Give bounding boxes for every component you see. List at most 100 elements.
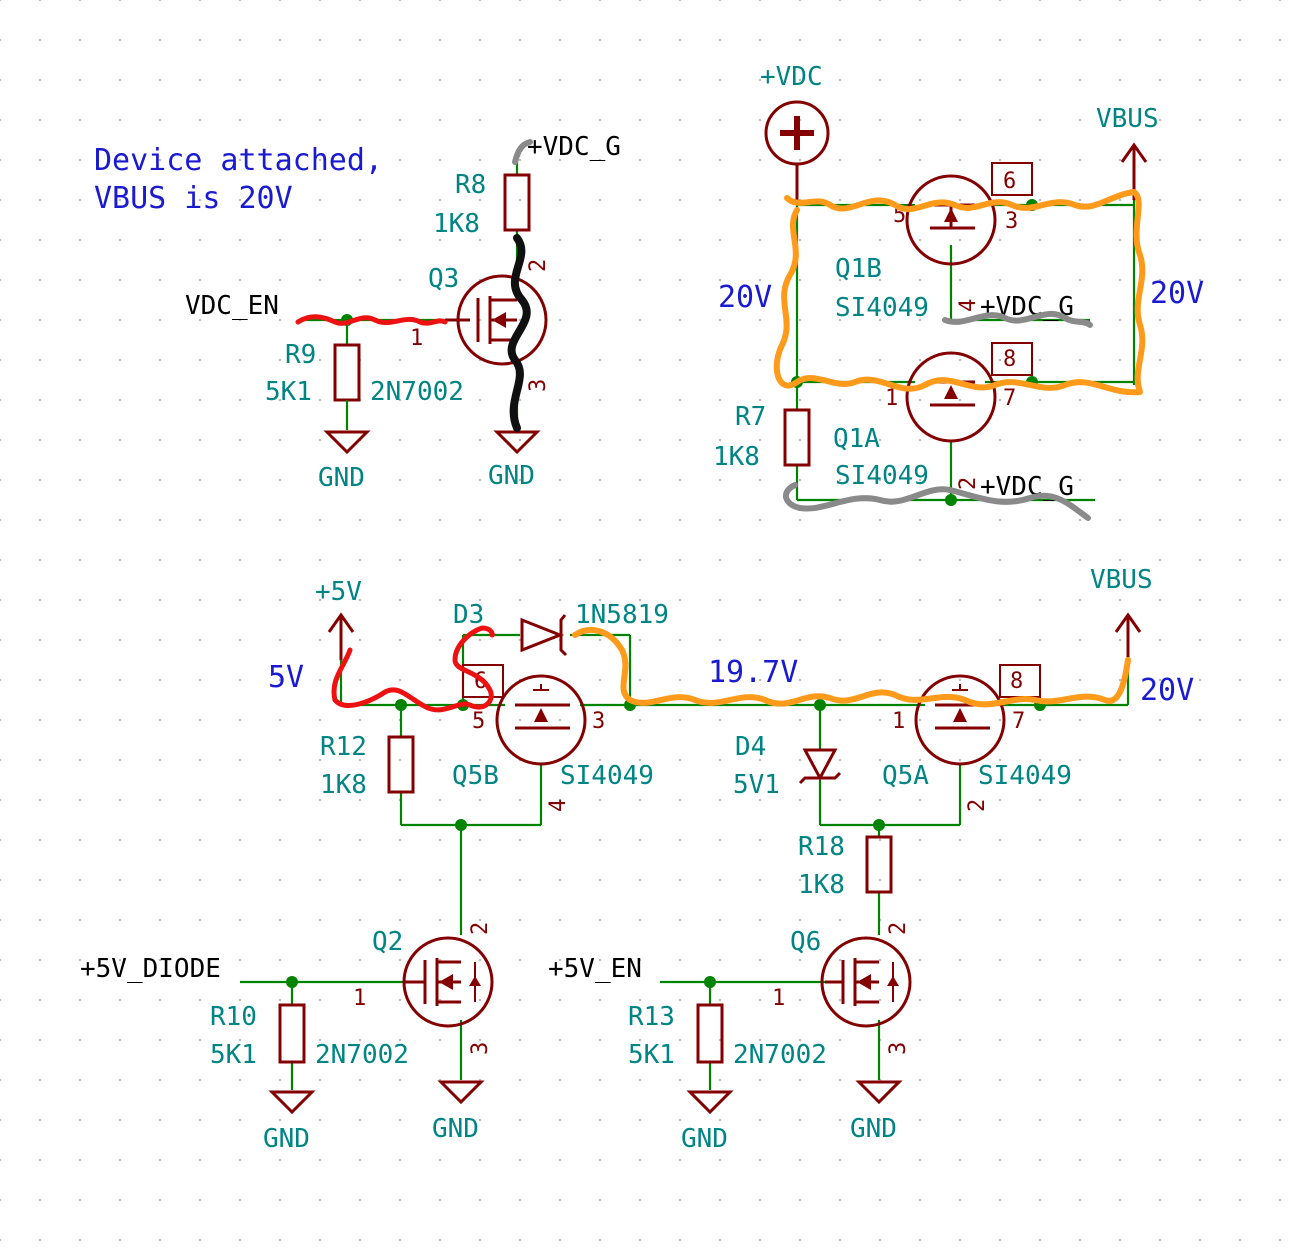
net-plus5v-en: +5V_EN [548,954,642,984]
q3-pin-3: 3 [526,379,551,392]
gnd-r9-label: GND [318,463,365,493]
q2-block [240,936,494,1115]
highlight-overlays [295,139,1146,713]
q1b-pin-4: 4 [956,299,981,312]
r12-value: 1K8 [320,770,367,800]
r12-ref: R12 [320,732,367,762]
q6-pin-3: 3 [886,1042,911,1055]
net-plus5v-diode: +5V_DIODE [80,954,221,984]
q5b-pin-3: 3 [592,709,605,734]
q5a-pin-7: 7 [1012,709,1025,734]
d3-ref: D3 [453,600,484,630]
highlight-vdc-en [295,314,448,326]
q2-ref: Q2 [372,927,403,957]
highlight-vdc-g-q1b [942,310,1093,328]
q5-block [327,612,1142,935]
q1a-pin-7: 7 [1003,386,1016,411]
q2-pin-2: 2 [468,922,493,935]
net-vdc: +VDC [760,62,823,92]
net-vdc-en: VDC_EN [185,291,279,321]
d3-value: 1N5819 [575,600,669,630]
highlight-q1-loop [773,189,1146,396]
gnd-q6-label: GND [850,1114,897,1144]
q5a-pin-8: 8 [1010,669,1023,694]
d4-ref: D4 [735,732,766,762]
q5b-transistor [462,664,587,766]
d4-value: 5V1 [733,770,780,800]
q3-pin-2: 2 [526,259,551,272]
r9-resistor [333,343,361,402]
q1b-value: SI4049 [835,293,929,323]
q5a-pin-1: 1 [892,709,905,734]
q6-pin-2: 2 [886,922,911,935]
q2-transistor [402,936,494,1028]
highlight-q3-drain [507,234,531,432]
gnd-symbol [268,1090,316,1115]
gnd-symbol [323,430,371,455]
q6-value: 2N7002 [733,1040,827,1070]
r10-value: 5K1 [210,1040,257,1070]
q5b-ref: Q5B [452,761,499,791]
net-vbus-bottom: VBUS [1090,565,1153,595]
note-20v-bottom: 20V [1140,673,1194,708]
r18-ref: R18 [798,832,845,862]
note-20v-right: 20V [1150,276,1204,311]
highlight-vbus-rail [572,627,1131,708]
q2-value: 2N7002 [315,1040,409,1070]
gnd-symbol [855,1080,903,1105]
r18-resistor [865,835,893,894]
q3-value: 2N7002 [370,377,464,407]
note-19-7v: 19.7V [708,655,798,690]
note-5v: 5V [268,660,304,695]
r13-ref: R13 [628,1002,675,1032]
d4-zener [798,748,842,785]
highlight-5v-path [331,625,495,713]
r10-resistor [278,1003,306,1064]
q6-block [660,936,912,1115]
q1a-value: SI4049 [835,461,929,491]
q5a-ref: Q5A [882,761,929,791]
q1a-pin-8: 8 [1003,347,1016,372]
net-vdc-g-top: +VDC_G [527,132,621,162]
gnd-q2-label: GND [432,1114,479,1144]
q2-pin-1: 1 [353,986,366,1011]
q1b-pin-6: 6 [1003,169,1016,194]
gnd-r13-label: GND [681,1124,728,1154]
q1a-transistor [905,342,1033,443]
net-plus5v: +5V [315,577,362,607]
q6-pin-1: 1 [772,986,785,1011]
q2-pin-3: 3 [468,1042,493,1055]
r8-value: 1K8 [433,209,480,239]
r10-ref: R10 [210,1002,257,1032]
net-vbus-top: VBUS [1096,104,1159,134]
r13-resistor [696,1003,724,1064]
r8-resistor [503,173,531,232]
q3-ref: Q3 [428,264,459,294]
q5a-value: SI4049 [978,761,1072,791]
r7-resistor [783,408,811,467]
highlight-vdc-g-top [512,139,533,165]
r8-ref: R8 [455,170,486,200]
q1b-pin-3: 3 [1005,209,1018,234]
q5a-pin-2: 2 [965,799,990,812]
r18-value: 1K8 [798,870,845,900]
q6-ref: Q6 [790,927,821,957]
highlight-vdc-g-q1a [783,482,1091,521]
gnd-q3-label: GND [488,461,535,491]
q6-transistor [820,936,912,1028]
gnd-symbol [686,1090,734,1115]
q1a-pin-2: 2 [956,477,981,490]
q3-pin-1: 1 [410,326,423,351]
note-device-attached: Device attached, [94,143,383,178]
r9-ref: R9 [285,340,316,370]
gnd-symbol [437,1080,485,1105]
r9-value: 5K1 [265,377,312,407]
gnd-r10-label: GND [263,1124,310,1154]
note-vbus-20v: VBUS is 20V [94,181,293,216]
q1a-ref: Q1A [833,424,880,454]
q5b-pin-4: 4 [546,799,571,812]
q5b-value: SI4049 [560,761,654,791]
q3-transistor [445,274,548,366]
r13-value: 5K1 [628,1040,675,1070]
